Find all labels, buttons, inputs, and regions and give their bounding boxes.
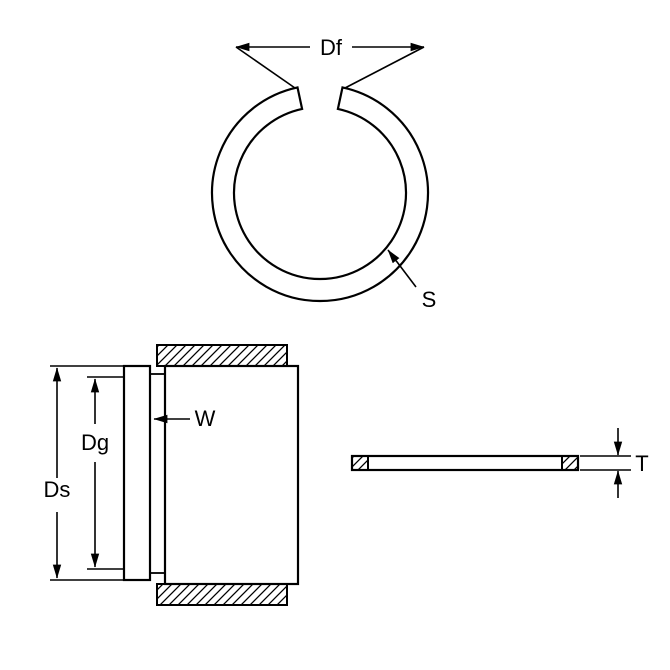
dg-label: Dg <box>81 430 109 455</box>
s-leader: S <box>387 249 437 312</box>
ds-label: Ds <box>44 477 71 502</box>
dg-dimension: Dg <box>81 376 124 570</box>
ring-side-profile <box>122 364 152 582</box>
housing-section-bottom <box>156 583 288 606</box>
df-dimension: Df <box>235 35 425 89</box>
t-label: T <box>635 451 648 476</box>
ds-dimension: Ds <box>44 365 124 581</box>
s-label: S <box>422 287 437 312</box>
w-label: W <box>195 406 216 431</box>
df-label: Df <box>320 35 343 60</box>
df-extension-right <box>344 46 425 89</box>
cross-section-body <box>350 454 580 472</box>
assembly-side-view <box>122 344 300 606</box>
s-leader-line <box>387 249 417 288</box>
w-dimension: W <box>153 406 216 431</box>
t-dimension: T <box>580 428 649 498</box>
cross-section-end-right <box>561 455 579 471</box>
shaft-body <box>163 364 300 586</box>
ring-front-view <box>210 86 430 303</box>
ring-cross-section-view <box>350 454 580 472</box>
ring-body <box>210 86 430 303</box>
cross-section-end-left <box>351 455 369 471</box>
df-extension-left <box>235 46 296 89</box>
housing-section-top <box>156 344 288 367</box>
